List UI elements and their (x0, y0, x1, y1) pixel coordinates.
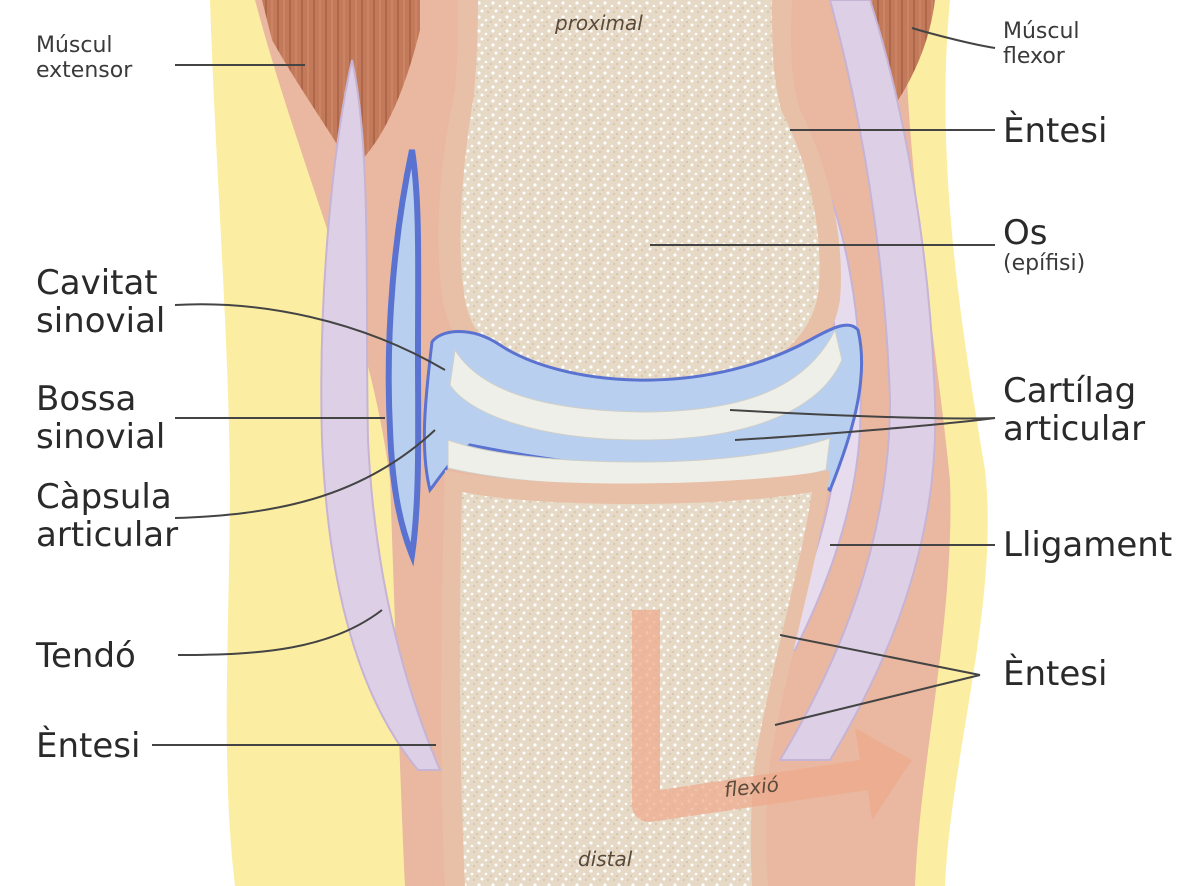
label-distal: distal (578, 848, 632, 870)
label-os-line1: Os (1003, 214, 1085, 252)
label-muscul-flexor: Múscul flexor (1003, 20, 1080, 69)
label-muscul-extensor-line2: extensor (36, 59, 132, 84)
label-proximal: proximal (555, 12, 643, 34)
label-capsula-articular-line1: Càpsula (36, 478, 178, 516)
label-tendo: Tendó (36, 637, 136, 675)
label-os: Os (epífisi) (1003, 214, 1085, 277)
label-muscul-extensor: Múscul extensor (36, 34, 132, 83)
label-muscul-flexor-line2: flexor (1003, 45, 1080, 70)
label-cavitat-sinovial-line1: Cavitat (36, 264, 165, 302)
label-cartilag-articular: Cartílag articular (1003, 372, 1145, 448)
label-muscul-flexor-line1: Múscul (1003, 20, 1080, 45)
label-os-line2: (epífisi) (1003, 252, 1085, 277)
label-capsula-articular: Càpsula articular (36, 478, 178, 554)
proximal-bone-spongy (461, 0, 820, 385)
label-entesi-right: Èntesi (1003, 655, 1107, 693)
label-cartilag-articular-line1: Cartílag (1003, 372, 1145, 410)
label-entesi-left: Èntesi (36, 727, 140, 765)
label-cavitat-sinovial-line2: sinovial (36, 302, 165, 340)
label-bossa-sinovial: Bossa sinovial (36, 380, 165, 456)
label-cartilag-articular-line2: articular (1003, 410, 1145, 448)
label-lligament: Lligament (1003, 526, 1172, 564)
label-entesi-top: Èntesi (1003, 112, 1107, 150)
label-muscul-extensor-line1: Múscul (36, 34, 132, 59)
label-bossa-sinovial-line1: Bossa (36, 380, 165, 418)
label-cavitat-sinovial: Cavitat sinovial (36, 264, 165, 340)
label-bossa-sinovial-line2: sinovial (36, 418, 165, 456)
label-capsula-articular-line2: articular (36, 516, 178, 554)
